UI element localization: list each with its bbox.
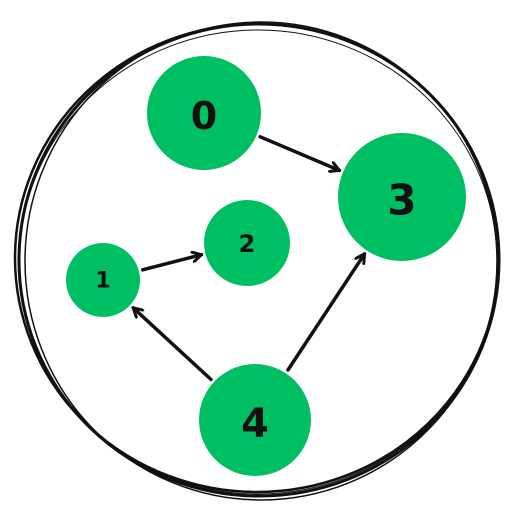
edge-1-to-2 bbox=[140, 255, 204, 272]
edge-4-to-3 bbox=[286, 252, 367, 372]
edge-0-to-3 bbox=[258, 135, 342, 171]
edges bbox=[131, 135, 367, 382]
node-3-label: 3 bbox=[387, 176, 416, 225]
node-2-label: 2 bbox=[239, 230, 256, 258]
node-1-label: 1 bbox=[95, 269, 110, 294]
node-2[interactable]: 2 bbox=[204, 200, 290, 286]
node-4-circle bbox=[199, 364, 311, 476]
node-1[interactable]: 1 bbox=[66, 243, 140, 317]
node-0-label: 0 bbox=[191, 94, 217, 138]
node-0[interactable]: 0 bbox=[147, 56, 261, 170]
node-4[interactable]: 4 bbox=[199, 364, 311, 476]
node-1-circle bbox=[66, 243, 140, 317]
edge-4-to-1 bbox=[131, 306, 213, 382]
node-2-circle bbox=[204, 200, 290, 286]
node-0-circle bbox=[147, 56, 261, 170]
node-3[interactable]: 3 bbox=[338, 133, 466, 261]
node-4-label: 4 bbox=[241, 401, 269, 447]
frame-circle bbox=[13, 21, 501, 501]
node-3-circle bbox=[338, 133, 466, 261]
